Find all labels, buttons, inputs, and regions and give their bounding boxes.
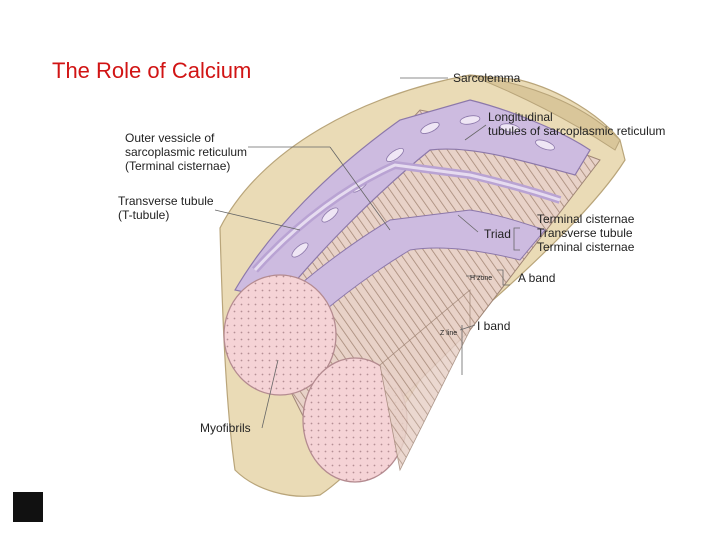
- h-zone-label: H zone: [470, 275, 493, 282]
- t-tubule-band: [253, 163, 561, 272]
- sarcoplasmic-reticulum-network: [234, 99, 591, 301]
- myofibril-cross-section-left: [223, 274, 337, 396]
- outer-vesicle-label: Outer vessicle of sarcoplasmic reticulum…: [125, 131, 248, 173]
- sarcoplasmic-reticulum-lower: [249, 209, 546, 361]
- triad-parts-label: Terminal cisternae Transverse tubule Ter…: [537, 212, 635, 254]
- myofibrils-label: Myofibrils: [200, 421, 251, 435]
- i-band-label: I band: [477, 319, 511, 333]
- sarcolemma-label: Sarcolemma: [453, 71, 521, 85]
- z-line-label: Z line: [440, 330, 458, 337]
- publisher-logo: [13, 492, 43, 522]
- leader-lines: [214, 77, 520, 429]
- t-tubule-label: Transverse tubule (T-tubule): [118, 194, 214, 222]
- triad-label: Triad: [484, 227, 511, 241]
- a-band-label: A band: [518, 271, 556, 285]
- page-title: The Role of Calcium: [52, 58, 252, 83]
- longitudinal-tubules-label: Longitudinal tubules of sarcoplasmic ret…: [488, 110, 666, 138]
- sarcolemma-fold: [469, 74, 621, 151]
- myofibril-side: [379, 289, 471, 472]
